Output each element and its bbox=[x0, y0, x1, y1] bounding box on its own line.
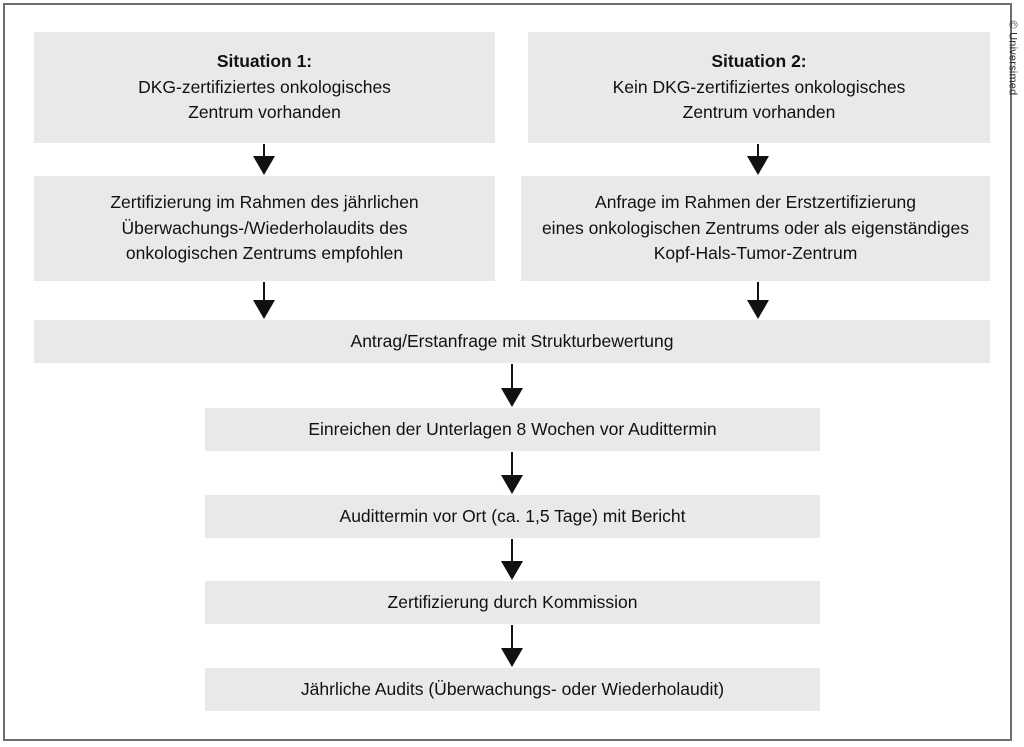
arrow-shaft bbox=[757, 144, 759, 158]
node-situation-2: Situation 2: Kein DKG-zertifiziertes onk… bbox=[528, 32, 990, 143]
copyright-text: © Universimed bbox=[1006, 20, 1019, 96]
node-situation-1-line2: DKG-zertifiziertes onkologisches bbox=[138, 76, 391, 97]
node-situation-2-title: Situation 2: bbox=[711, 51, 807, 72]
node-situation-1: Situation 1: DKG-zertifiziertes onkologi… bbox=[34, 32, 495, 143]
arrow-head-icon bbox=[253, 300, 275, 319]
node-zertifizierung-line1: Zertifizierung im Rahmen des jährlichen bbox=[110, 192, 419, 213]
arrow-head-icon bbox=[501, 475, 523, 494]
node-zertifizierung-line2: Überwachungs-/Wiederholaudits des bbox=[121, 217, 408, 238]
node-anfrage-line1: Anfrage im Rahmen der Erstzertifizierung bbox=[595, 192, 916, 213]
arrow-shaft bbox=[263, 144, 265, 158]
arrow-head-icon bbox=[747, 300, 769, 319]
node-einreichen-line1: Einreichen der Unterlagen 8 Wochen vor A… bbox=[308, 418, 717, 439]
node-anfrage-line3: Kopf-Hals-Tumor-Zentrum bbox=[653, 243, 858, 264]
arrow-head-icon bbox=[501, 648, 523, 667]
arrow-head-icon bbox=[747, 156, 769, 175]
node-zertifizierung-line3: onkologischen Zentrums empfohlen bbox=[125, 243, 404, 264]
arrow-situation1-to-zertifizierung bbox=[253, 144, 275, 175]
arrow-shaft bbox=[757, 282, 759, 302]
node-antrag-erstanfrage: Antrag/Erstanfrage mit Strukturbewertung bbox=[34, 320, 990, 363]
node-zertifizierung-ueberwachung: Zertifizierung im Rahmen des jährlichen … bbox=[34, 176, 495, 281]
arrow-anfrage-to-antrag bbox=[747, 282, 769, 319]
arrow-situation2-to-anfrage bbox=[747, 144, 769, 175]
arrow-shaft bbox=[263, 282, 265, 302]
node-anfrage-line2: eines onkologischen Zentrums oder als ei… bbox=[541, 217, 970, 238]
arrow-head-icon bbox=[501, 561, 523, 580]
node-jaehrliche-audits-line1: Jährliche Audits (Überwachungs- oder Wie… bbox=[300, 678, 725, 699]
arrow-head-icon bbox=[501, 388, 523, 407]
arrow-shaft bbox=[511, 625, 513, 650]
arrow-shaft bbox=[511, 452, 513, 477]
arrow-shaft bbox=[511, 539, 513, 563]
arrow-kommission-to-jaehrliche-audits bbox=[501, 625, 523, 667]
node-antrag-line1: Antrag/Erstanfrage mit Strukturbewertung bbox=[350, 330, 674, 351]
node-zertifizierung-kommission: Zertifizierung durch Kommission bbox=[205, 581, 820, 624]
arrow-einreichen-to-audittermin bbox=[501, 452, 523, 494]
node-anfrage-erstzertifizierung: Anfrage im Rahmen der Erstzertifizierung… bbox=[521, 176, 990, 281]
arrow-head-icon bbox=[253, 156, 275, 175]
node-jaehrliche-audits: Jährliche Audits (Überwachungs- oder Wie… bbox=[205, 668, 820, 711]
node-situation-2-line2: Kein DKG-zertifiziertes onkologisches bbox=[612, 76, 906, 97]
node-situation-1-title: Situation 1: bbox=[216, 51, 313, 72]
node-situation-1-line3: Zentrum vorhanden bbox=[188, 102, 341, 123]
arrow-shaft bbox=[511, 364, 513, 390]
node-audittermin-vor-ort: Audittermin vor Ort (ca. 1,5 Tage) mit B… bbox=[205, 495, 820, 538]
node-einreichen-unterlagen: Einreichen der Unterlagen 8 Wochen vor A… bbox=[205, 408, 820, 451]
copyright-credit: © Universimed bbox=[1002, 8, 1022, 128]
arrow-zertifizierung-to-antrag bbox=[253, 282, 275, 319]
node-audittermin-line1: Audittermin vor Ort (ca. 1,5 Tage) mit B… bbox=[339, 505, 686, 526]
arrow-antrag-to-einreichen bbox=[501, 364, 523, 407]
node-situation-2-line3: Zentrum vorhanden bbox=[682, 102, 836, 123]
arrow-audittermin-to-kommission bbox=[501, 539, 523, 580]
node-kommission-line1: Zertifizierung durch Kommission bbox=[387, 591, 638, 612]
